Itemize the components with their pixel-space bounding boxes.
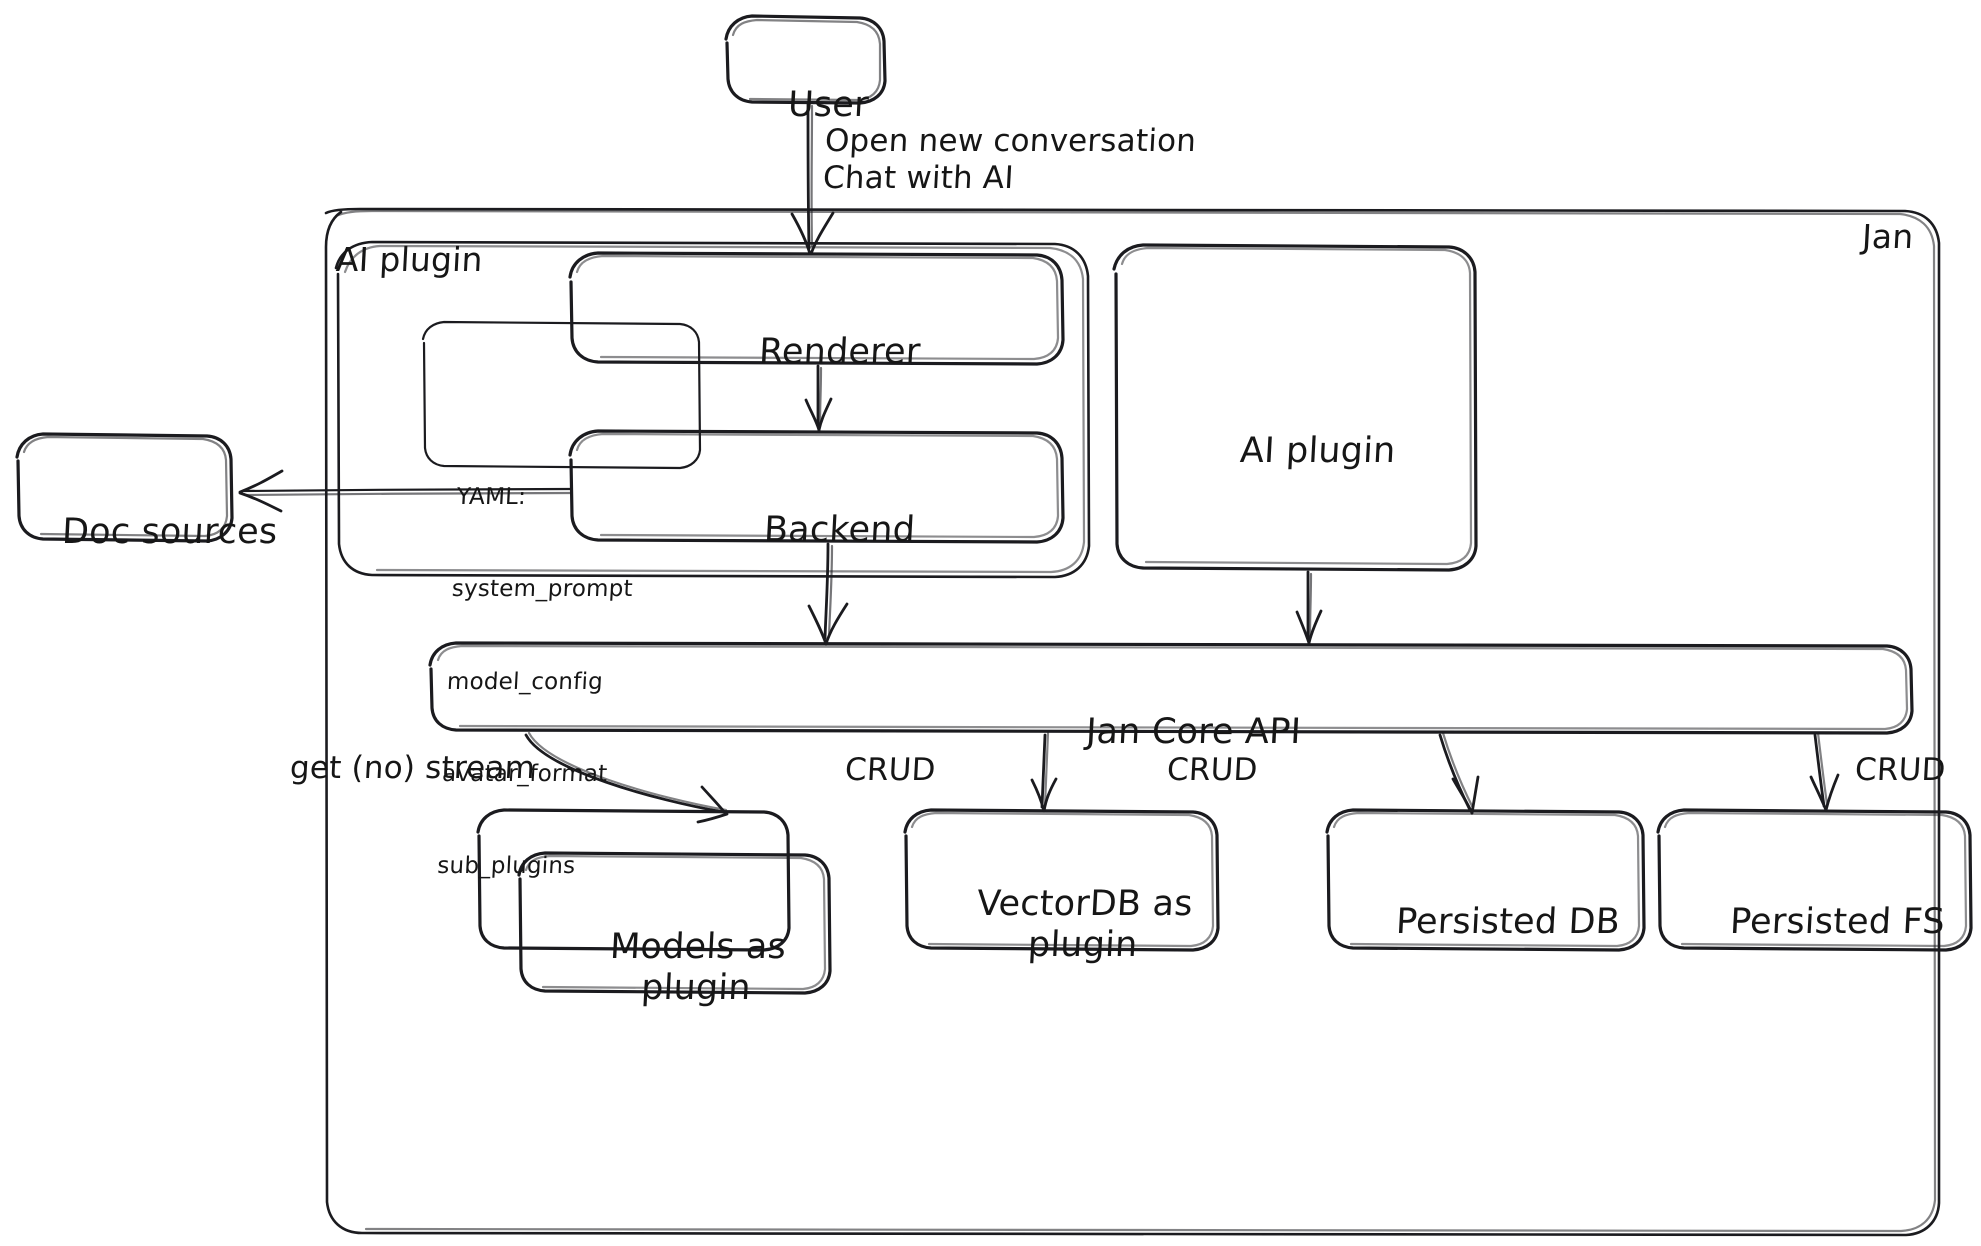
yaml-line-1: system_prompt xyxy=(451,576,634,603)
node-vectordb-as-plugin[interactable]: VectorDB as plugin xyxy=(905,843,1218,1008)
node-models-as-plugin-outline xyxy=(517,851,832,995)
node-vectordb-as-plugin-label: VectorDB as plugin xyxy=(976,884,1195,966)
node-user-label: User xyxy=(787,85,871,126)
node-yaml-card-outline xyxy=(421,320,702,470)
yaml-card: YAML: system_prompt model_config avatar_… xyxy=(433,420,641,944)
edge-user-to-renderer xyxy=(790,102,835,256)
node-backend-outline xyxy=(568,429,1065,544)
container-ai-plugin-group-outline xyxy=(334,240,1091,579)
edge-label-crud-vectordb: CRUD xyxy=(844,752,937,788)
yaml-line-2: model_config xyxy=(446,668,604,695)
node-renderer-label: Renderer xyxy=(757,332,922,373)
edge-backend-to-doc-sources xyxy=(238,469,572,513)
edge-renderer-to-backend xyxy=(804,364,833,432)
edge-label-crud-persisted-db: CRUD xyxy=(1166,752,1259,788)
edge-jan-core-api-to-vectordb xyxy=(1030,731,1058,813)
node-persisted-db[interactable]: Persisted DB xyxy=(1327,861,1644,985)
node-doc-sources-label: Doc sources xyxy=(61,512,279,553)
container-jan-outline xyxy=(324,207,1941,1237)
node-jan-core-api-outline xyxy=(428,641,1914,735)
node-ai-plugin-box-outline xyxy=(1112,243,1478,572)
node-ai-plugin-box[interactable]: AI plugin xyxy=(1114,390,1477,514)
node-vectordb-as-plugin-outline xyxy=(903,808,1220,952)
node-jan-core-api-label: Jan Core API xyxy=(1085,712,1303,753)
edge-jan-core-api-to-models xyxy=(524,731,729,824)
container-ai-plugin-group-label: AI plugin xyxy=(335,240,484,279)
edge-label-get-no-stream: get (no) stream xyxy=(289,750,537,786)
node-doc-sources-outline xyxy=(15,432,234,543)
node-backend-label: Backend xyxy=(763,510,917,551)
node-ai-plugin-box-label: AI plugin xyxy=(1239,431,1397,472)
edge-jan-core-api-to-persisted-db xyxy=(1438,731,1480,815)
node-backend[interactable]: Backend xyxy=(570,469,1064,593)
node-renderer[interactable]: Renderer xyxy=(570,291,1064,415)
node-models-as-plugin-label: Models as plugin xyxy=(609,927,788,1009)
edge-label-crud-persisted-fs: CRUD xyxy=(1854,752,1947,788)
yaml-line-4: sub_plugins xyxy=(436,853,576,880)
node-models-as-plugin-outer-outline xyxy=(476,808,791,952)
edge-jan-core-api-to-persisted-fs xyxy=(1809,731,1840,812)
node-persisted-fs-outline xyxy=(1656,808,1973,952)
node-renderer-outline xyxy=(568,251,1065,366)
yaml-line-0: YAML: xyxy=(456,483,527,510)
container-jan-label: Jan xyxy=(1861,217,1915,256)
edge-ai-plugin-to-jan-core-api xyxy=(1295,570,1323,645)
node-persisted-fs[interactable]: Persisted FS xyxy=(1658,861,1971,985)
edge-backend-to-jan-core-api xyxy=(807,542,849,646)
node-persisted-fs-label: Persisted FS xyxy=(1728,902,1946,943)
node-user-outline xyxy=(724,14,887,105)
node-doc-sources[interactable]: Doc sources xyxy=(17,471,279,595)
edge-label-user-to-renderer: Open new conversation Chat with AI xyxy=(822,123,1198,196)
node-persisted-db-outline xyxy=(1325,808,1646,952)
node-persisted-db-label: Persisted DB xyxy=(1395,902,1622,943)
